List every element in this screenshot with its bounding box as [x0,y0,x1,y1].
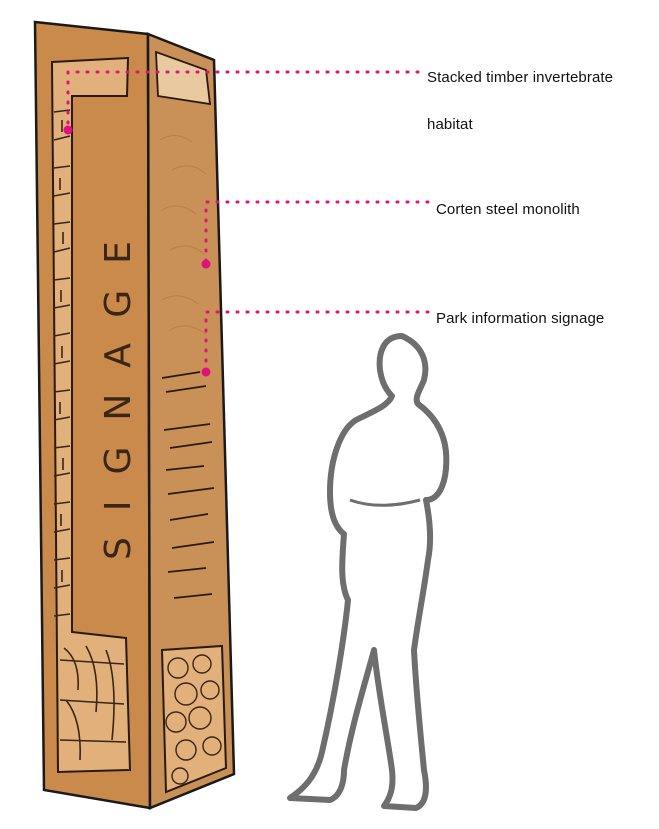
label-steel: Corten steel monolith [436,201,580,218]
leader-dot-signage [202,368,211,377]
person-silhouette [290,336,446,808]
leader-line-steel [206,202,428,262]
leader-dot-timber [64,126,73,135]
leader-dot-steel [202,260,211,269]
label-timber-line2: habitat [427,116,473,133]
label-signage: Park information signage [436,310,604,327]
sign-lettering: SIGNAGE [98,215,139,560]
monolith: SIGNAGE [35,22,234,808]
label-timber-line1: Stacked timber invertebrate [427,69,613,86]
